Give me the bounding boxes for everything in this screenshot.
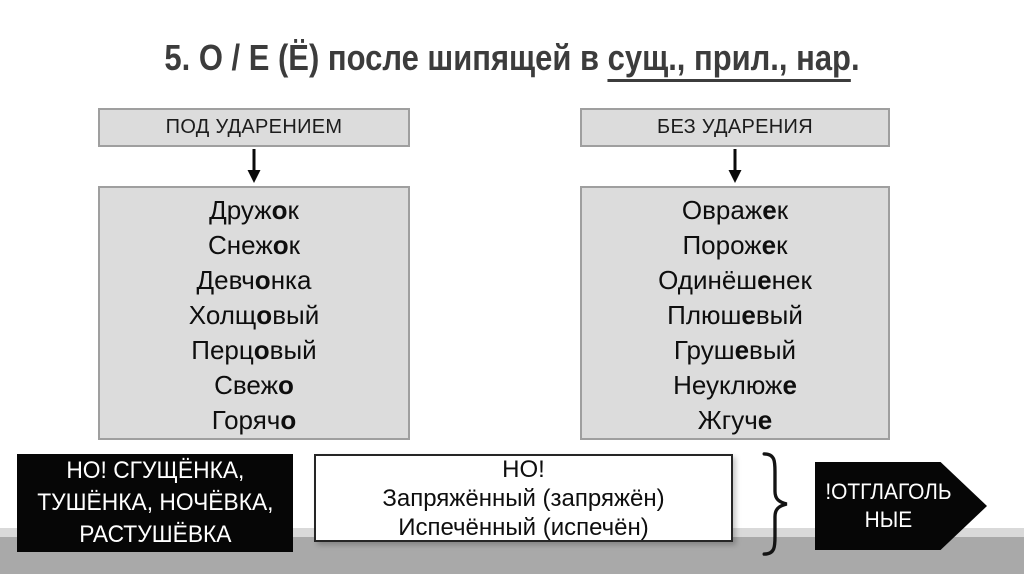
word-item: Перцовый: [191, 335, 317, 365]
title-underlined-part: сущ., прил., нар: [607, 37, 851, 82]
word-item: Одинёшенек: [658, 265, 812, 295]
word-item: Овражек: [681, 195, 789, 225]
note-line: Запряжённый (запряжён): [382, 484, 665, 512]
word-item: Свежо: [214, 370, 294, 400]
word-item: Снежок: [208, 230, 300, 260]
exceptions-note-white: НО! Запряжённый (запряжён) Испечённый (и…: [314, 454, 733, 542]
title-prefix: 5. О / Е (Ё) после шипящей в: [164, 37, 608, 78]
word-item: Грушевый: [673, 335, 797, 365]
arrow-label-line: !ОТГЛАГОЛЬ: [824, 479, 952, 504]
page-title: 5. О / Е (Ё) после шипящей в сущ., прил.…: [72, 37, 953, 82]
note-line: НО!: [502, 455, 545, 483]
word-item: Дружок: [209, 195, 299, 225]
note-line: НО! СГУЩЁНКА,: [65, 457, 245, 484]
word-item: Девчонка: [196, 265, 312, 295]
header-label-unstressed: БЕЗ УДАРЕНИЯ: [657, 116, 813, 138]
down-arrow-icon: [247, 149, 261, 183]
exceptions-note-black: НО! СГУЩЁНКА, ТУШЁНКА, НОЧЁВКА, РАСТУШЁВ…: [17, 454, 293, 552]
word-item: Горячо: [211, 405, 297, 435]
header-box-stressed: ПОД УДАРЕНИЕМ: [98, 108, 410, 147]
note-line: Испечённый (испечён): [398, 513, 649, 541]
header-label-stressed: ПОД УДАРЕНИЕМ: [165, 116, 343, 138]
down-arrow-icon: [728, 149, 742, 183]
word-item: Неуклюже: [673, 370, 797, 400]
title-suffix: .: [850, 37, 860, 78]
curly-brace-icon: [762, 452, 788, 556]
word-item: Холщовый: [188, 300, 320, 330]
word-item: Плюшевый: [667, 300, 803, 330]
word-item: Порожек: [682, 230, 788, 260]
note-line: РАСТУШЁВКА: [78, 521, 232, 548]
arrow-label-line: НЫЕ: [864, 507, 912, 532]
note-line: ТУШЁНКА, НОЧЁВКА,: [36, 489, 274, 516]
header-box-unstressed: БЕЗ УДАРЕНИЯ: [580, 108, 890, 147]
verbal-derivatives-arrow: !ОТГЛАГОЛЬ НЫЕ: [815, 462, 987, 550]
word-item: Жгуче: [697, 405, 773, 435]
